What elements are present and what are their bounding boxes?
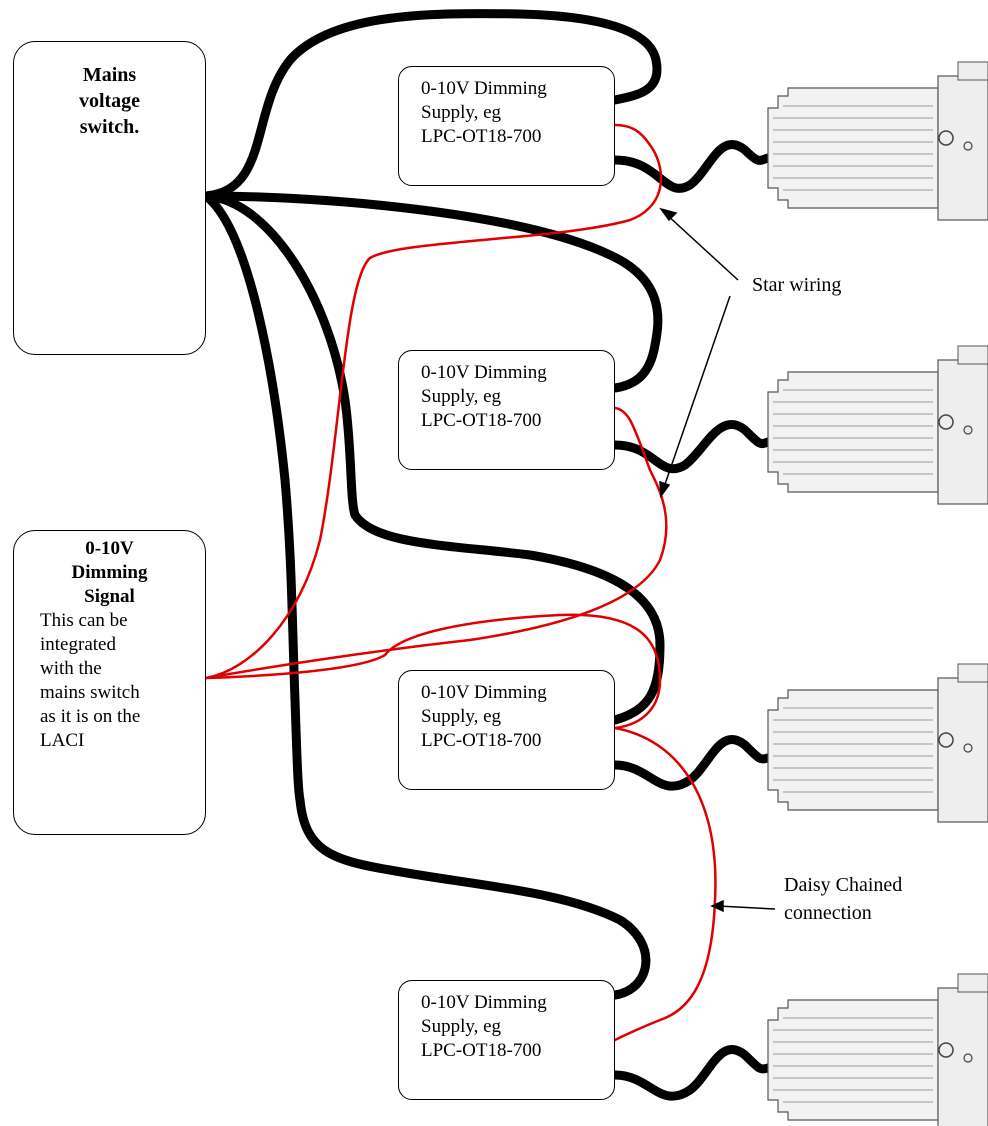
daisy-arrow-line xyxy=(717,905,776,910)
supply-1-line-1: 0-10V Dimming xyxy=(421,78,547,99)
star-arrow-head-1 xyxy=(659,207,678,222)
mains-wire-to-supply-2 xyxy=(201,191,663,393)
dimming-supply-4: 0-10V Dimming Supply, eg LPC-OT18-700 xyxy=(398,980,615,1100)
star-wiring-label: Star wiring xyxy=(752,274,842,296)
output-wire-3 xyxy=(610,735,773,791)
dimsig-body-line-1: This can be xyxy=(40,610,128,631)
lamp-4 xyxy=(767,973,988,1126)
dimsig-title-line-3: Signal xyxy=(84,586,135,607)
dimming-supply-3: 0-10V Dimming Supply, eg LPC-OT18-700 xyxy=(398,670,615,790)
daisy-chain-label-line-2: connection xyxy=(784,902,872,924)
lamp-3 xyxy=(767,663,988,823)
output-wire-2 xyxy=(610,420,773,474)
supply-1-line-3: LPC-OT18-700 xyxy=(421,126,542,147)
mains-wires xyxy=(201,9,773,1101)
star-arrow-head-2 xyxy=(659,480,671,499)
signal-wire-to-supply-2 xyxy=(204,406,668,680)
supply-4-line-2: Supply, eg xyxy=(421,1016,502,1037)
dimming-supply-1: 0-10V Dimming Supply, eg LPC-OT18-700 xyxy=(398,66,615,186)
supply-2-line-3: LPC-OT18-700 xyxy=(421,410,542,431)
star-arrow-line-1 xyxy=(665,213,739,281)
output-wire-4 xyxy=(610,1045,773,1101)
dimming-supply-2: 0-10V Dimming Supply, eg LPC-OT18-700 xyxy=(398,350,615,470)
supply-2-line-1: 0-10V Dimming xyxy=(421,362,547,383)
dimsig-body-line-6: LACI xyxy=(40,730,85,751)
mains-title-line-2: voltage xyxy=(78,90,141,112)
output-wire-1 xyxy=(610,140,773,193)
supply-2-line-2: Supply, eg xyxy=(421,386,502,407)
supply-4-line-1: 0-10V Dimming xyxy=(421,992,547,1013)
dimsig-title-line-1: 0-10V xyxy=(85,538,134,559)
mains-title-line-3: switch. xyxy=(79,116,140,138)
dimsig-body-line-4: mains switch xyxy=(40,682,140,703)
mains-wire-to-supply-3 xyxy=(201,191,665,725)
annotation-arrows xyxy=(659,207,776,913)
lamp-2 xyxy=(767,345,988,505)
dimsig-body-line-5: as it is on the xyxy=(40,706,141,727)
supply-1-line-2: Supply, eg xyxy=(421,102,502,123)
supply-3-line-3: LPC-OT18-700 xyxy=(421,730,542,751)
signal-wires xyxy=(204,123,717,1042)
star-arrow-line-2 xyxy=(662,295,731,491)
dimming-signal-box: 0-10V Dimming Signal This can be integra… xyxy=(13,530,206,835)
supply-3-line-2: Supply, eg xyxy=(421,706,502,727)
dimsig-title-line-2: Dimming xyxy=(71,562,148,583)
mains-switch-box: Mains voltage switch. xyxy=(13,41,206,355)
daisy-chain-label-line-1: Daisy Chained xyxy=(784,874,903,896)
daisy-arrow-head xyxy=(710,899,724,913)
dimsig-body-line-2: integrated xyxy=(40,634,116,655)
daisy-chain-wire xyxy=(613,726,717,1042)
signal-wire-to-supply-1 xyxy=(204,123,663,680)
mains-wire-to-supply-4 xyxy=(201,191,651,1000)
dimsig-body-line-3: with the xyxy=(40,658,102,679)
mains-wire-to-supply-1 xyxy=(201,9,662,201)
mains-title-line-1: Mains xyxy=(82,64,137,86)
supply-3-line-1: 0-10V Dimming xyxy=(421,682,547,703)
signal-wire-to-supply-3 xyxy=(204,613,662,730)
lamp-1 xyxy=(767,61,988,221)
supply-4-line-3: LPC-OT18-700 xyxy=(421,1040,542,1061)
